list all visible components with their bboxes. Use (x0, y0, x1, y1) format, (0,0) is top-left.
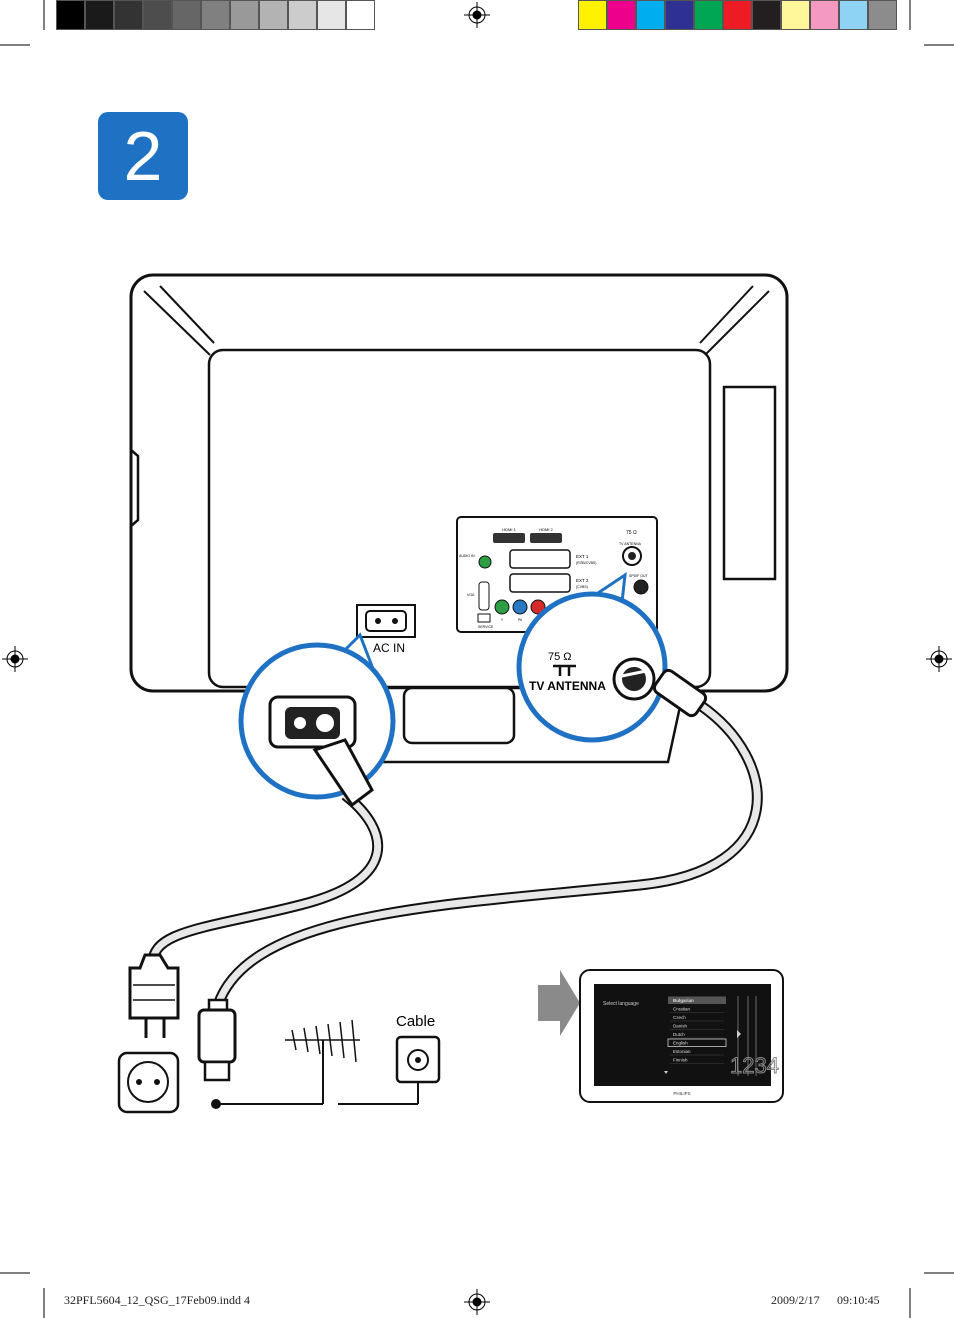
vga-label: VGA (467, 593, 475, 597)
brand-label: PHILIPS (673, 1091, 690, 1096)
language-item: Danish (673, 1024, 688, 1029)
panel-tv-antenna-label: TV ANTENNA (619, 542, 642, 546)
swatch (288, 0, 317, 30)
service-label: SERVICE (478, 625, 494, 629)
arrow-right-icon (538, 970, 580, 1036)
panel-ohm-label: 75 Ω (626, 530, 637, 536)
swatch (636, 0, 665, 30)
power-cable (147, 790, 384, 966)
language-item: Czech (673, 1015, 686, 1020)
language-item: Estonian (673, 1049, 691, 1054)
tv-antenna-label: TV ANTENNA (529, 679, 606, 693)
swatch (172, 0, 201, 30)
swatch (607, 0, 636, 30)
steps-digits: 1234 (730, 1053, 779, 1078)
swatch (723, 0, 752, 30)
ext2-label: EXT 2 (576, 578, 589, 583)
wall-outlet (117, 1051, 180, 1114)
swatch (665, 0, 694, 30)
ac-in-label: AC IN (373, 641, 405, 655)
swatch (810, 0, 839, 30)
ext1-label: EXT 1 (576, 554, 589, 559)
ohm-label: 75 Ω (548, 651, 572, 663)
gray-swatch-strip (56, 0, 375, 30)
hdmi2-label: HDMI 2 (539, 527, 553, 532)
language-item: Croatian (673, 1007, 691, 1012)
antenna-callout-bubble: 75 Ω TV ANTENNA (516, 571, 708, 743)
swatch (259, 0, 288, 30)
antenna-wiring (211, 1040, 419, 1109)
language-list: BulgarianCroatianCzechDanishDutchEnglish… (667, 996, 727, 1064)
swatch (230, 0, 259, 30)
registration-mark-bottom (464, 1289, 490, 1315)
step-number-badge: 2 (98, 112, 188, 200)
language-selection-frame (667, 1038, 727, 1047)
language-item: Dutch (673, 1032, 685, 1037)
ext2-sub-label: (CVBS) (576, 585, 588, 589)
footer-filename: 32PFL5604_12_QSG_17Feb09.indd 4 (64, 1293, 251, 1307)
registration-mark-top (464, 2, 490, 28)
registration-mark-left (2, 646, 28, 672)
ext1-sub-label: (RGB/CVBS) (576, 561, 596, 565)
swatch (578, 0, 607, 30)
swatch (201, 0, 230, 30)
tv-language-menu-illustration: Select language BulgarianCroatianCzechDa… (579, 969, 784, 1103)
power-plug (128, 953, 180, 1038)
swatch (143, 0, 172, 30)
swatch (781, 0, 810, 30)
component-y-label: Y (501, 618, 504, 622)
menu-title: Select language (603, 1001, 639, 1007)
swatch (868, 0, 897, 30)
swatch (752, 0, 781, 30)
registration-mark-right (926, 646, 952, 672)
swatch (85, 0, 114, 30)
ac-in-socket: AC IN (356, 604, 416, 655)
audio-in-label: AUDIO IN (459, 554, 475, 558)
swatch (346, 0, 375, 30)
swatch (694, 0, 723, 30)
swatch (114, 0, 143, 30)
language-item: English (673, 1041, 688, 1046)
color-swatch-strip (578, 0, 897, 30)
power-callout-bubble (238, 632, 396, 808)
cable-wall-socket-icon (395, 1035, 441, 1084)
rooftop-antenna-icon (285, 1019, 360, 1063)
footer-date: 2009/2/17 (771, 1293, 820, 1307)
antenna-cable (212, 700, 763, 1007)
coax-plug (197, 998, 237, 1082)
language-item: Finnish (673, 1058, 688, 1063)
component-pb-label: Pb (518, 618, 522, 622)
footer-time: 09:10:45 (837, 1293, 880, 1307)
swatch (317, 0, 346, 30)
language-item: Bulgarian (673, 998, 694, 1003)
hdmi1-label: HDMI 1 (502, 527, 516, 532)
swatch (56, 0, 85, 30)
swatch (839, 0, 868, 30)
cable-label: Cable (396, 1013, 435, 1030)
spdif-label: SPDIF OUT (629, 574, 649, 578)
language-highlight (668, 996, 726, 1004)
